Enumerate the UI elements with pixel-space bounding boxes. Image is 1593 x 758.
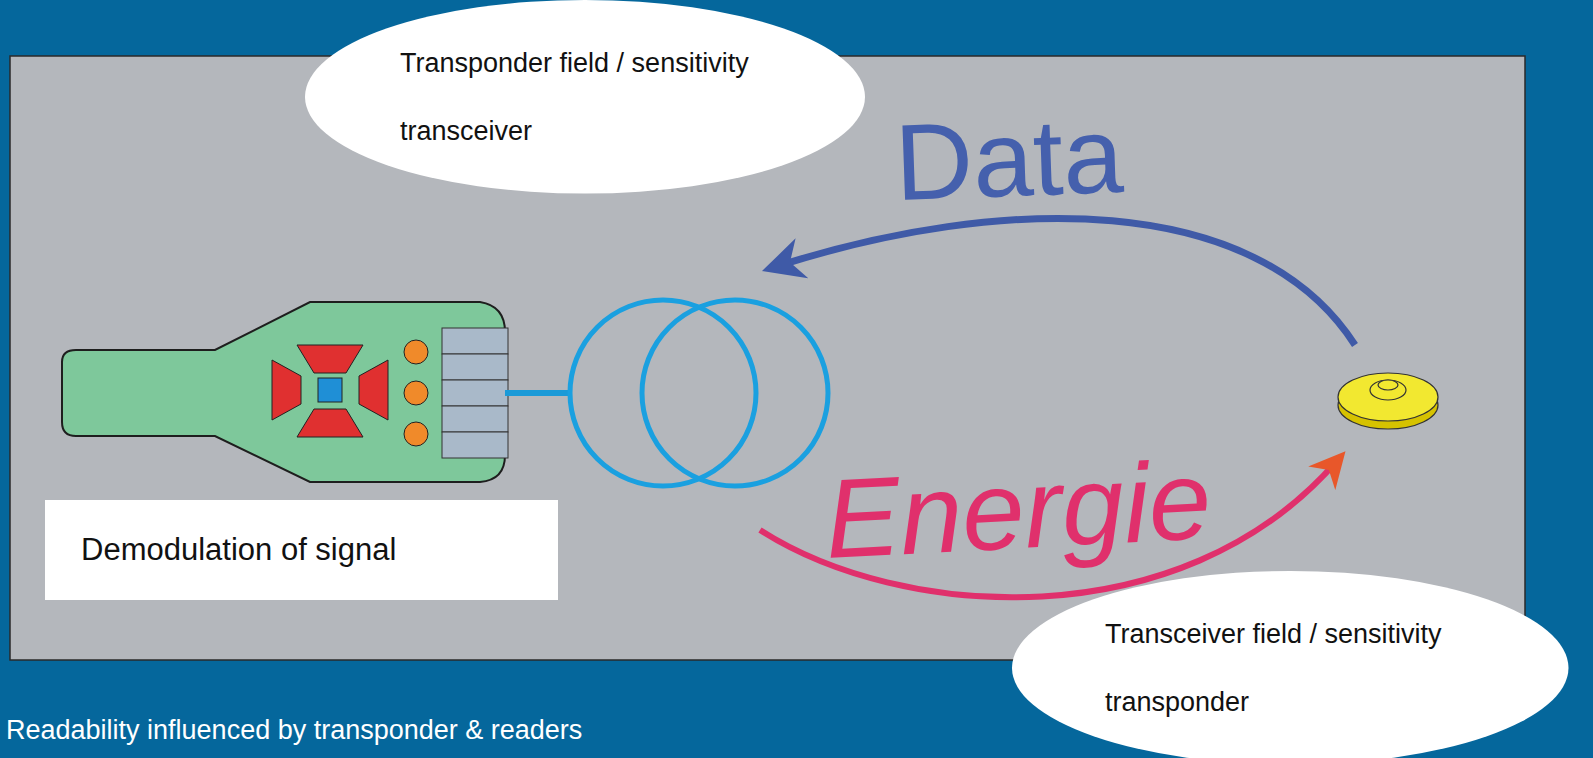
callout-ellipse: Transceiver field / sensitivity transpon… — [1012, 571, 1569, 758]
reader-keys — [272, 345, 388, 437]
reader-body — [62, 302, 505, 482]
antenna-coil — [642, 300, 828, 486]
callout-text: Transceiver field / sensitivity transpon… — [1105, 600, 1475, 736]
callout-ellipse: Transponder field / sensitivity transcei… — [305, 0, 865, 194]
callout-text: Demodulation of signal — [81, 530, 541, 570]
antenna-coil — [570, 300, 756, 486]
reader-leds — [404, 340, 428, 446]
ellipse-outline — [1012, 571, 1569, 758]
reader-button — [318, 378, 342, 402]
callout-text: Transponder field / sensitivity transcei… — [400, 29, 770, 165]
arrow-label: Energie — [822, 438, 1214, 581]
data-arrow — [778, 218, 1355, 345]
reader-display — [442, 328, 508, 458]
text-box: Demodulation of signal — [45, 500, 558, 600]
antenna-cable — [505, 390, 572, 396]
transponder-tag — [1338, 373, 1438, 429]
arrow-label: Data — [893, 96, 1125, 223]
note: Readability influenced by transponder & … — [6, 716, 582, 746]
ellipse-outline — [305, 0, 865, 194]
